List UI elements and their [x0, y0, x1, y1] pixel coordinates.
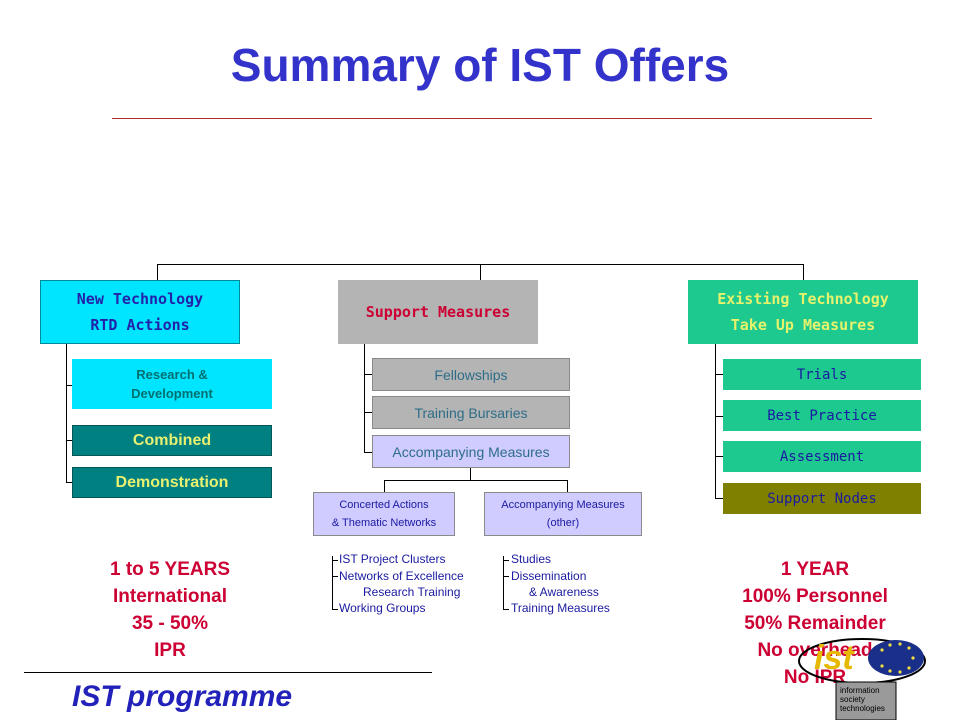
connector-right-tick: [715, 498, 723, 499]
ist-logo-graphic: [798, 638, 926, 721]
connector-right-drop: [803, 264, 804, 280]
existing-technology-line1: Existing Technology: [717, 290, 889, 308]
new-technology-line2: RTD Actions: [90, 316, 190, 334]
concerted-line2: & Thematic Networks: [331, 517, 437, 529]
support-nodes-box: Support Nodes: [723, 483, 921, 514]
accomp-list-tick: [503, 560, 509, 561]
existing-technology-line2: Take Up Measures: [730, 316, 876, 334]
ist-logo-caption-line: information: [840, 686, 880, 695]
concerted-list-tick: [332, 609, 338, 610]
connector-right-spine: [715, 344, 716, 499]
accomp-list-item: Studies: [511, 552, 552, 566]
connector-left-drop: [157, 264, 158, 280]
assessment-box: Assessment: [723, 441, 921, 472]
connector-left-tick: [66, 385, 74, 386]
trials-label: Trials: [796, 366, 848, 383]
connector-left-tick: [66, 482, 74, 483]
left-summary-line: International: [112, 586, 227, 607]
accompanying-measures-box: Accompanying Measures: [372, 435, 570, 468]
concerted-list-item: Working Groups: [339, 601, 426, 615]
research-line2: Development: [131, 386, 213, 401]
concerted-line1: Concerted Actions: [339, 499, 429, 511]
fellowships-label: Fellowships: [434, 366, 508, 383]
combined-box: Combined: [72, 425, 272, 456]
left-summary-line: 1 to 5 YEARS: [109, 559, 231, 580]
accompanying-other-line1: Accompanying Measures: [501, 499, 625, 511]
connector-sub-bar: [384, 480, 567, 481]
accomp-list-tick: [503, 609, 509, 610]
accomp-list-spine: [503, 556, 504, 610]
best-practice-box: Best Practice: [723, 400, 921, 431]
ist-logo-caption-line: society: [840, 695, 865, 704]
connector-right-tick: [715, 374, 723, 375]
research-line1: Research &: [136, 367, 208, 382]
left-summary: 1 to 5 YEARS International 35 - 50% IPR: [60, 556, 280, 664]
fellowships-box: Fellowships: [372, 358, 570, 391]
training-bursaries-label: Training Bursaries: [414, 404, 528, 421]
new-technology-line1: New Technology: [76, 290, 204, 308]
connector-mid-tick: [364, 452, 372, 453]
footer-divider: [24, 672, 432, 673]
title-divider: [112, 118, 872, 119]
accomp-list-item: Training Measures: [511, 601, 610, 615]
connector-sub-drop: [567, 480, 568, 492]
training-bursaries-box: Training Bursaries: [372, 396, 570, 429]
ist-logo: ist information society technologies: [796, 636, 930, 721]
demonstration-box: Demonstration: [72, 467, 272, 498]
right-summary-line: 1 YEAR: [780, 559, 850, 580]
connector-right-tick: [715, 456, 723, 457]
concerted-actions-box: Concerted Actions & Thematic Networks: [313, 492, 455, 536]
connector-left-spine: [66, 344, 67, 482]
connector-sub-drop: [384, 480, 385, 492]
ist-logo-mark: ist: [814, 639, 854, 677]
existing-technology-box: Existing Technology Take Up Measures: [688, 280, 918, 344]
connector-right-tick: [715, 416, 723, 417]
research-development-box: Research & Development: [72, 359, 272, 409]
left-summary-line: 35 - 50%: [131, 613, 209, 634]
accompanying-measures-label: Accompanying Measures: [392, 443, 550, 460]
support-nodes-label: Support Nodes: [767, 490, 877, 507]
accompanying-other-box: Accompanying Measures (other): [484, 492, 642, 536]
right-summary-line: No overhead: [757, 640, 873, 661]
concerted-list-item: Networks of Excellence: [339, 569, 464, 583]
support-measures-label: Support Measures: [365, 303, 511, 321]
right-summary-line: No IPR: [783, 667, 847, 688]
connector-mid-spine: [364, 344, 365, 452]
ist-logo-caption-line: technologies: [840, 704, 885, 713]
connector-sub-stem: [470, 468, 471, 480]
accompanying-other-line2: (other): [546, 517, 580, 529]
accomp-list-item: Dissemination: [511, 569, 587, 583]
page-title: Summary of IST Offers: [230, 39, 730, 91]
concerted-list-spine: [332, 556, 333, 610]
ist-logo-caption: information society technologies: [840, 686, 896, 713]
demonstration-label: Demonstration: [115, 473, 229, 491]
right-summary-line: 50% Remainder: [744, 613, 886, 634]
right-summary: 1 YEAR 100% Personnel 50% Remainder No o…: [700, 556, 930, 691]
support-measures-box: Support Measures: [338, 280, 538, 344]
accomp-list-item: & Awareness: [529, 585, 599, 599]
footer-title: IST programme: [72, 680, 293, 713]
assessment-label: Assessment: [779, 448, 865, 465]
connector-mid-drop: [480, 264, 481, 280]
connector-mid-tick: [364, 412, 372, 413]
left-summary-line: IPR: [154, 640, 186, 661]
accomp-list-tick: [503, 576, 509, 577]
concerted-list-tick: [332, 560, 338, 561]
combined-label: Combined: [132, 431, 212, 449]
concerted-list-tick: [332, 576, 338, 577]
new-technology-box: New Technology RTD Actions: [40, 280, 240, 344]
concerted-list-item: Research Training: [363, 585, 461, 599]
trials-box: Trials: [723, 359, 921, 390]
best-practice-label: Best Practice: [767, 407, 877, 424]
right-summary-line: 100% Personnel: [742, 586, 888, 607]
connector-left-tick: [66, 440, 74, 441]
connector-mid-tick: [364, 374, 372, 375]
concerted-list-item: IST Project Clusters: [339, 552, 446, 566]
